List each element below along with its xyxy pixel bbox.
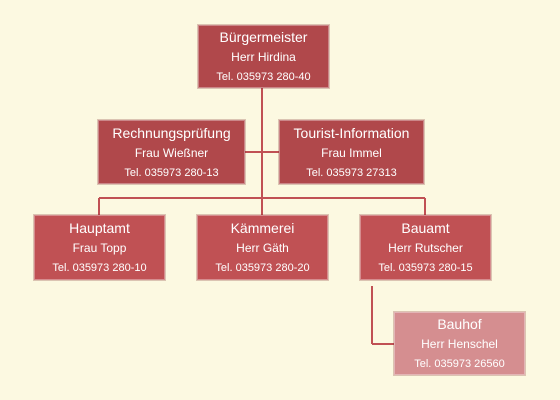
node-tourist-information: Tourist-Information Frau Immel Tel. 0359… <box>279 120 424 184</box>
node-title: Bauhof <box>437 316 482 332</box>
node-phone: Tel. 035973 280-40 <box>216 71 311 83</box>
node-person: Frau Wießner <box>134 145 209 160</box>
node-person: Herr Hirdina <box>231 50 296 64</box>
node-title: Tourist-Information <box>293 124 410 141</box>
node-phone: Tel. 035973 280-15 <box>378 262 473 274</box>
node-person: Frau Immel <box>321 145 382 160</box>
node-phone: Tel. 035973 280-10 <box>52 262 147 274</box>
node-title: Hauptamt <box>69 220 130 236</box>
node-phone: Tel. 035973 280-13 <box>124 166 219 179</box>
node-main-office: Hauptamt Frau Topp Tel. 035973 280-10 <box>34 215 165 280</box>
node-building-office: Bauamt Herr Rutscher Tel. 035973 280-15 <box>360 215 491 280</box>
node-person: Frau Topp <box>72 241 127 255</box>
node-title: Rechnungsprüfung <box>112 124 231 141</box>
node-audit: Rechnungsprüfung Frau Wießner Tel. 03597… <box>98 120 245 184</box>
node-mayor: Bürgermeister Herr Hirdina Tel. 035973 2… <box>198 25 329 88</box>
node-person: Herr Gäth <box>236 241 289 255</box>
node-phone: Tel. 035973 280-20 <box>215 262 310 274</box>
node-treasury: Kämmerei Herr Gäth Tel. 035973 280-20 <box>197 215 328 280</box>
node-person: Herr Henschel <box>421 337 498 351</box>
node-phone: Tel. 035973 26560 <box>414 358 505 370</box>
node-title: Bürgermeister <box>219 29 308 45</box>
node-title: Bauamt <box>401 220 450 236</box>
node-building-yard: Bauhof Herr Henschel Tel. 035973 26560 <box>394 312 525 375</box>
node-person: Herr Rutscher <box>388 241 463 255</box>
node-phone: Tel. 035973 27313 <box>306 166 397 179</box>
node-title: Kämmerei <box>230 220 295 236</box>
